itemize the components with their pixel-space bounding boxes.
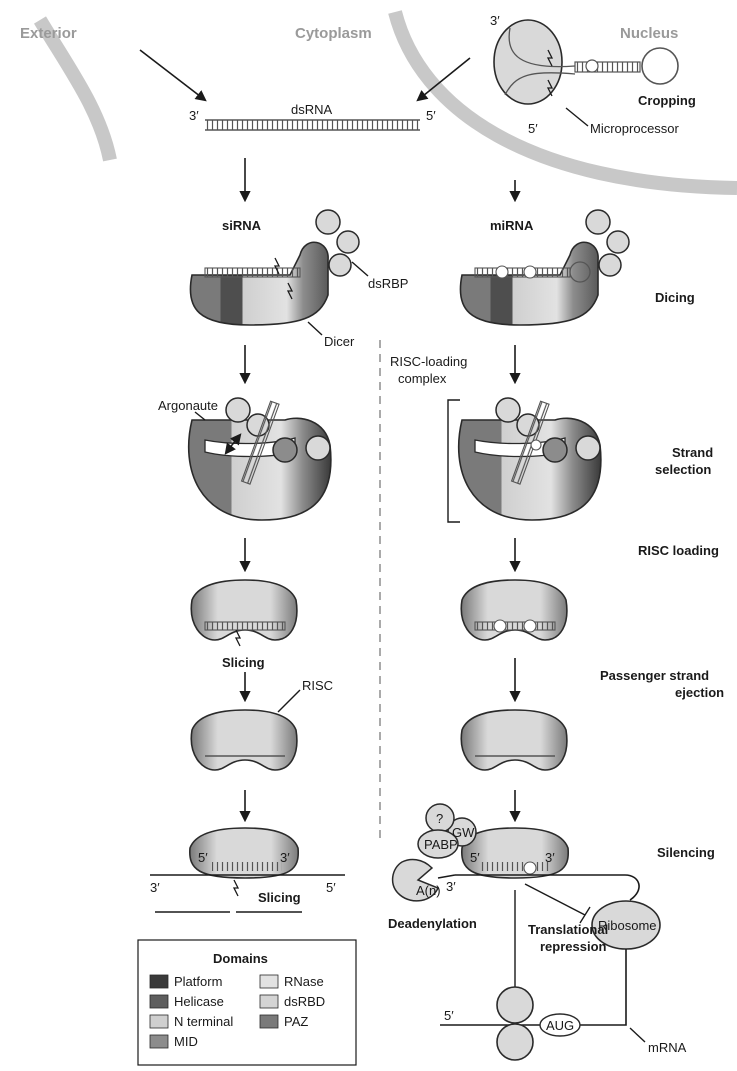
- ribosome-translating: [497, 987, 533, 1060]
- argonaute-loading-left: [189, 398, 331, 520]
- mrna-loop: [592, 949, 626, 1025]
- silencing-label: Silencing: [657, 845, 715, 860]
- micro-3prime: 3′: [490, 13, 500, 28]
- mrna-3prime-left: 3′: [150, 880, 160, 895]
- dicing-label: Dicing: [655, 290, 695, 305]
- dicer-right: [460, 210, 629, 325]
- legend-title: Domains: [213, 951, 268, 966]
- mrna-5prime-right: 5′: [444, 1008, 454, 1023]
- argonaute-label: Argonaute: [158, 398, 218, 413]
- legend-label-paz: PAZ: [284, 1014, 308, 1029]
- silencing-5prime: 5′: [470, 850, 480, 865]
- risc-loading-complex-bracket: [448, 400, 460, 522]
- inhibition-line-ribosome: [525, 884, 585, 915]
- strand-selection-label-2: selection: [655, 462, 711, 477]
- header-exterior: Exterior: [20, 25, 77, 42]
- strand-selection-label-1: Strand: [672, 445, 713, 460]
- polya-label: A(n): [416, 883, 441, 898]
- dicer-left: [190, 210, 359, 325]
- legend-label-platform: Platform: [174, 974, 222, 989]
- legend-label-n-terminal: N terminal: [174, 1014, 233, 1029]
- risc-loading-complex-label-2: complex: [398, 371, 447, 386]
- sirna-label: siRNA: [222, 218, 262, 233]
- dicer-label: Dicer: [324, 334, 355, 349]
- risc-leader: [278, 690, 300, 712]
- deadenylation-label: Deadenylation: [388, 916, 477, 931]
- aug-label: AUG: [546, 1018, 574, 1033]
- risc-right-2: [461, 710, 567, 770]
- header-nucleus: Nucleus: [620, 25, 678, 42]
- dsrbp-leader: [352, 262, 368, 276]
- legend-swatch-n-terminal: [150, 1015, 168, 1028]
- silencing-3prime: 3′: [545, 850, 555, 865]
- question-label: ?: [436, 811, 443, 826]
- header-cytoplasm: Cytoplasm: [295, 25, 372, 42]
- mrna-leader: [630, 1028, 645, 1042]
- risc-loading-label: RISC loading: [638, 543, 719, 558]
- slicing-label-2: Slicing: [258, 890, 301, 905]
- entry-arrow-left: [140, 50, 205, 100]
- mirna-label: miRNA: [490, 218, 534, 233]
- slicing-label-1: Slicing: [222, 655, 265, 670]
- risc-loading-complex-label-1: RISC-loading: [390, 354, 467, 369]
- dsrna-5prime: 5′: [426, 108, 436, 123]
- legend-label-mid: MID: [174, 1034, 198, 1049]
- dsrna-molecule: [205, 120, 420, 130]
- pabp-label: PABP: [424, 837, 458, 852]
- passenger-label-2: ejection: [675, 685, 724, 700]
- legend-label-dsrbd: dsRBD: [284, 994, 325, 1009]
- dsrna-3prime: 3′: [189, 108, 199, 123]
- legend-swatch-platform: [150, 975, 168, 988]
- target-3prime-left: 3′: [280, 850, 290, 865]
- mrna-label: mRNA: [648, 1040, 687, 1055]
- risc-slicing-target: [150, 828, 345, 912]
- inhibition-bar-ribosome: [580, 907, 590, 923]
- target-5prime-left: 5′: [198, 850, 208, 865]
- risc-right-1: [461, 580, 567, 640]
- risc-left-2: [191, 710, 297, 770]
- passenger-label-1: Passenger strand: [600, 668, 709, 683]
- cropping-label: Cropping: [638, 93, 696, 108]
- argonaute-loading-right: [459, 398, 601, 520]
- legend-label-rnase: RNase: [284, 974, 324, 989]
- risc-label: RISC: [302, 678, 333, 693]
- translational-label-1: Translational: [528, 922, 608, 937]
- dsrbp-label: dsRBP: [368, 276, 408, 291]
- translational-label-2: repression: [540, 939, 607, 954]
- argonaute-leader: [195, 412, 205, 420]
- legend-swatch-helicase: [150, 995, 168, 1008]
- legend-label-helicase: Helicase: [174, 994, 224, 1009]
- dsrna-label: dsRNA: [291, 102, 333, 117]
- microprocessor-label: Microprocessor: [590, 121, 680, 136]
- microprocessor-leader: [566, 108, 588, 126]
- legend-swatch-paz: [260, 1015, 278, 1028]
- legend-swatch-mid: [150, 1035, 168, 1048]
- risc-left-1: [191, 580, 297, 646]
- mrna-3prime-right: 3′: [446, 879, 456, 894]
- legend-swatch-dsrbd: [260, 995, 278, 1008]
- legend-swatch-rnase: [260, 975, 278, 988]
- micro-5prime: 5′: [528, 121, 538, 136]
- dicer-leader: [308, 322, 322, 335]
- mrna-5prime-left: 5′: [326, 880, 336, 895]
